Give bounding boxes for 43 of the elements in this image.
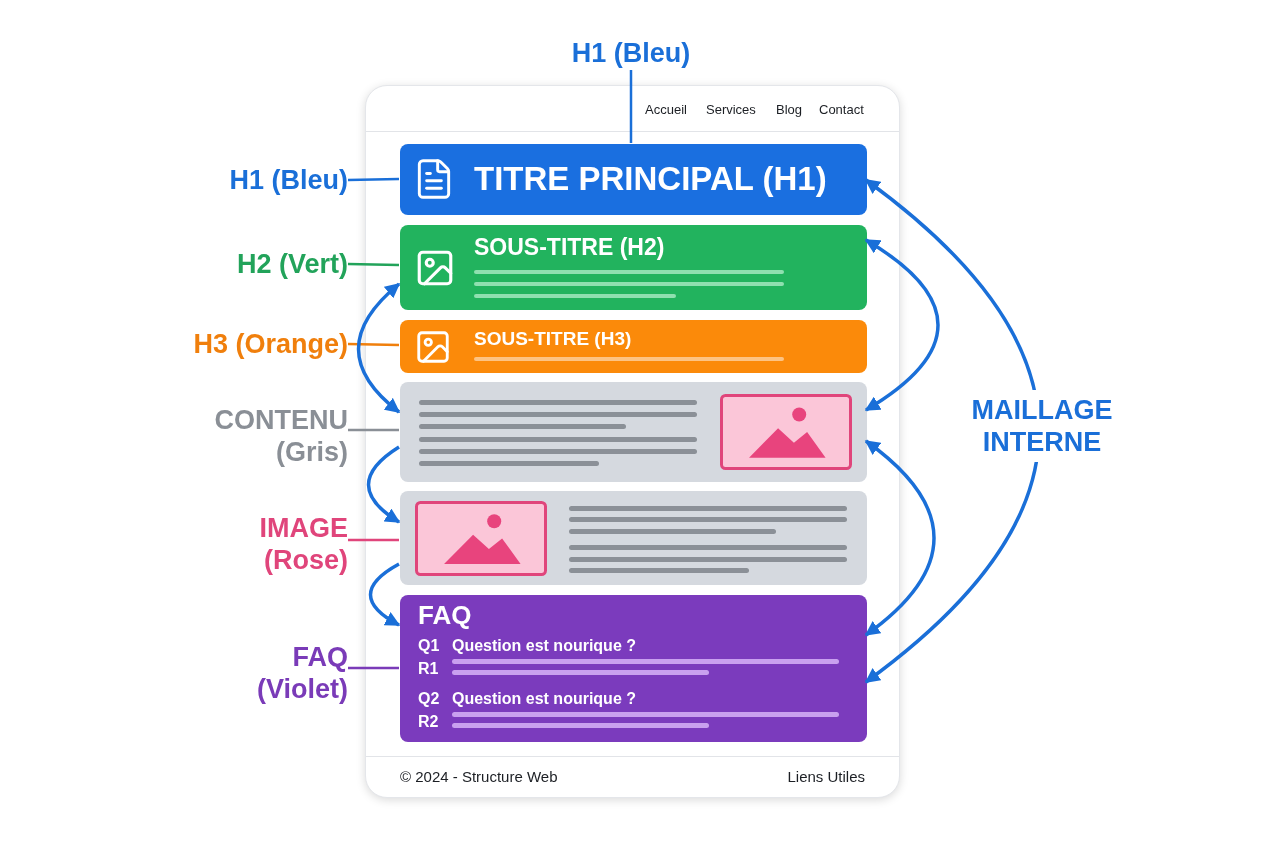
annotation-label: IMAGE (Rose)	[258, 512, 348, 576]
footer-text: © 2024 - Structure Web	[400, 768, 558, 785]
answer-number: R1	[418, 660, 439, 678]
annotation-label: H2 (Vert)	[236, 248, 348, 280]
leader-line	[348, 428, 399, 432]
curved-arrow	[864, 238, 940, 412]
nav-link: Blog	[776, 102, 803, 117]
heading-text: TITRE PRINCIPAL (H1)	[474, 161, 827, 198]
content-block	[400, 382, 867, 482]
curved-arrow	[864, 178, 1041, 684]
heading-block	[400, 225, 867, 310]
question-number: Q2	[418, 690, 440, 708]
leader-line	[348, 666, 399, 670]
nav-link: Accueil	[645, 102, 687, 117]
heading-text: SOUS-TITRE (H2)	[474, 235, 665, 261]
question-number: Q1	[418, 637, 440, 655]
footer-text: Liens Utiles	[787, 768, 865, 785]
webpage-frame	[365, 85, 900, 798]
curved-arrow	[366, 445, 401, 524]
leader-line	[347, 262, 400, 267]
curved-arrow	[368, 562, 401, 627]
faq-block	[400, 595, 867, 742]
curved-arrow	[356, 282, 401, 414]
faq-heading: FAQ	[418, 601, 472, 630]
curved-arrow	[864, 439, 936, 637]
heading-block	[400, 144, 867, 215]
annotation-label: H1 (Bleu)	[571, 37, 691, 69]
question-text: Question est nourique ?	[452, 690, 636, 708]
leader-line	[347, 342, 400, 347]
annotation-label: CONTENU (Gris)	[213, 404, 348, 468]
heading-text: SOUS-TITRE (H3)	[474, 329, 632, 350]
leader-line	[347, 177, 400, 182]
annotation-label: H1 (Bleu)	[229, 164, 348, 196]
nav-link: Services	[706, 102, 756, 117]
heading-block	[400, 320, 867, 373]
leader-line	[348, 538, 399, 542]
annotation-label: H3 (Orange)	[193, 328, 348, 360]
nav-link: Contact	[819, 102, 864, 117]
question-text: Question est nourique ?	[452, 637, 636, 655]
content-block	[400, 491, 867, 585]
answer-number: R2	[418, 713, 439, 731]
annotation-label: FAQ (Violet)	[256, 641, 348, 705]
leader-line	[629, 70, 633, 143]
